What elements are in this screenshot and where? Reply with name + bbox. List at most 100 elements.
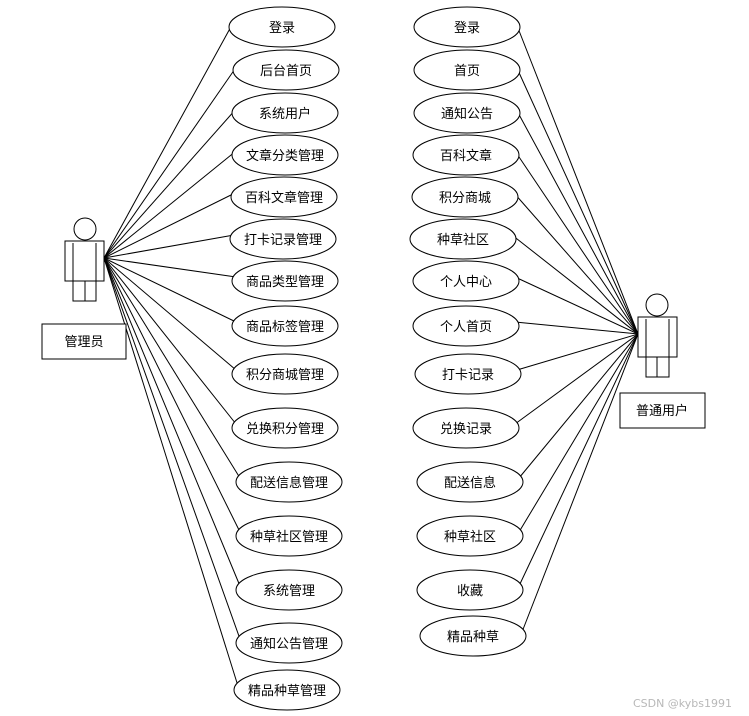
admin-association-5 — [103, 234, 235, 259]
user-use-case-11-ellipse — [416, 515, 524, 557]
admin-use-case-14: 精品种草管理 — [233, 669, 341, 711]
admin-association-3 — [103, 150, 237, 259]
admin-use-case-4: 百科文章管理 — [230, 176, 338, 218]
user-use-case-13-label: 精品种草 — [447, 630, 499, 645]
admin-use-case-1: 后台首页 — [232, 49, 340, 91]
admin-use-case-4-label: 百科文章管理 — [245, 190, 323, 206]
user-use-case-3-ellipse — [412, 134, 520, 176]
watermark: CSDN @kybs1991 — [633, 697, 732, 710]
user-use-case-11: 种草社区 — [416, 515, 524, 557]
user-association-13 — [521, 333, 639, 633]
user-use-case-10: 配送信息 — [416, 461, 524, 503]
admin-use-case-6-label: 商品类型管理 — [246, 275, 324, 290]
admin-association-14 — [103, 257, 239, 687]
user-label: 普通用户 — [636, 403, 688, 419]
association-lines — [103, 22, 639, 687]
user-association-7 — [514, 321, 639, 335]
user-actor-body — [637, 316, 678, 358]
admin-association-4 — [103, 192, 236, 259]
admin-use-case-9-ellipse — [231, 407, 339, 449]
admin-association-0 — [103, 22, 234, 259]
user-association-2 — [515, 108, 639, 335]
user-use-case-9: 兑换记录 — [412, 407, 520, 449]
user-use-case-3: 百科文章 — [412, 134, 520, 176]
user-use-cases: 登录首页通知公告百科文章积分商城种草社区个人中心个人首页打卡记录兑换记录配送信息… — [409, 6, 527, 657]
admin-use-case-7-label: 商品标签管理 — [246, 319, 324, 335]
admin-use-case-1-label: 后台首页 — [260, 64, 312, 79]
admin-use-case-4-ellipse — [230, 176, 338, 218]
admin-use-case-8: 积分商城管理 — [231, 353, 339, 395]
admin-association-1 — [103, 65, 238, 259]
user-use-case-10-label: 配送信息 — [444, 475, 496, 491]
admin-use-case-5-label: 打卡记录管理 — [244, 233, 322, 248]
admin-use-case-10: 配送信息管理 — [235, 461, 343, 503]
user-use-case-3-label: 百科文章 — [440, 148, 492, 164]
admin-use-case-14-label: 精品种草管理 — [248, 684, 326, 699]
user-use-case-0: 登录 — [413, 6, 521, 48]
user-label-box: 普通用户 — [619, 392, 706, 429]
admin-use-case-3-ellipse — [231, 134, 339, 176]
admin-use-case-2-ellipse — [231, 92, 339, 134]
admin-label-box: 管理员 — [41, 323, 127, 360]
admin-actor — [64, 217, 105, 302]
admin-use-case-7: 商品标签管理 — [231, 305, 339, 347]
user-use-case-12-ellipse — [416, 569, 524, 611]
user-use-case-2-label: 通知公告 — [441, 106, 493, 122]
user-use-case-7: 个人首页 — [412, 305, 520, 347]
user-use-case-6-label: 个人中心 — [440, 275, 492, 290]
user-association-12 — [518, 333, 639, 587]
user-use-case-10-ellipse — [416, 461, 524, 503]
user-association-6 — [514, 276, 639, 335]
user-use-case-1: 首页 — [413, 49, 521, 91]
user-use-case-9-ellipse — [412, 407, 520, 449]
admin-actor-head — [73, 217, 97, 241]
user-use-case-0-label: 登录 — [454, 21, 480, 36]
admin-use-case-1-ellipse — [232, 49, 340, 91]
admin-association-13 — [103, 257, 241, 640]
user-use-case-7-label: 个人首页 — [440, 320, 492, 335]
user-use-case-4: 积分商城 — [411, 176, 519, 218]
user-association-9 — [514, 333, 639, 425]
admin-use-case-12-label: 系统管理 — [263, 584, 315, 599]
admin-use-case-8-label: 积分商城管理 — [246, 368, 324, 383]
user-use-case-5-label: 种草社区 — [437, 232, 489, 248]
user-use-case-6-ellipse — [412, 260, 520, 302]
user-association-1 — [515, 65, 639, 335]
user-use-case-5-ellipse — [409, 218, 517, 260]
admin-use-case-5-ellipse — [229, 218, 337, 260]
admin-use-case-3: 文章分类管理 — [231, 134, 339, 176]
user-use-case-11-label: 种草社区 — [444, 529, 496, 545]
user-association-8 — [516, 333, 639, 371]
admin-use-case-12: 系统管理 — [235, 569, 343, 611]
user-use-case-9-label: 兑换记录 — [440, 422, 492, 437]
user-actor — [637, 293, 678, 378]
user-use-case-5: 种草社区 — [409, 218, 517, 260]
user-use-case-0-ellipse — [413, 6, 521, 48]
admin-association-7 — [103, 257, 237, 323]
user-association-4 — [513, 192, 639, 335]
admin-use-case-8-ellipse — [231, 353, 339, 395]
user-use-case-12-label: 收藏 — [457, 584, 483, 599]
user-use-case-12: 收藏 — [416, 569, 524, 611]
admin-use-case-6-ellipse — [231, 260, 339, 302]
admin-use-cases: 登录后台首页系统用户文章分类管理百科文章管理打卡记录管理商品类型管理商品标签管理… — [228, 6, 343, 711]
admin-use-case-11-label: 种草社区管理 — [250, 529, 328, 545]
user-association-0 — [515, 22, 639, 335]
admin-actor-body — [64, 240, 105, 282]
user-actor-head — [645, 293, 669, 317]
admin-association-11 — [103, 257, 241, 533]
admin-use-case-14-ellipse — [233, 669, 341, 711]
admin-association-8 — [103, 257, 237, 371]
user-use-case-8: 打卡记录 — [414, 353, 522, 395]
admin-association-9 — [103, 257, 237, 425]
admin-use-case-2: 系统用户 — [231, 92, 339, 134]
user-use-case-6: 个人中心 — [412, 260, 520, 302]
admin-use-case-6: 商品类型管理 — [231, 260, 339, 302]
admin-association-10 — [103, 257, 241, 479]
user-use-case-7-ellipse — [412, 305, 520, 347]
admin-association-12 — [103, 257, 241, 587]
admin-label: 管理员 — [64, 335, 103, 350]
admin-use-case-9-label: 兑换积分管理 — [246, 422, 324, 437]
admin-use-case-11: 种草社区管理 — [235, 515, 343, 557]
admin-use-case-13-label: 通知公告管理 — [250, 636, 328, 652]
